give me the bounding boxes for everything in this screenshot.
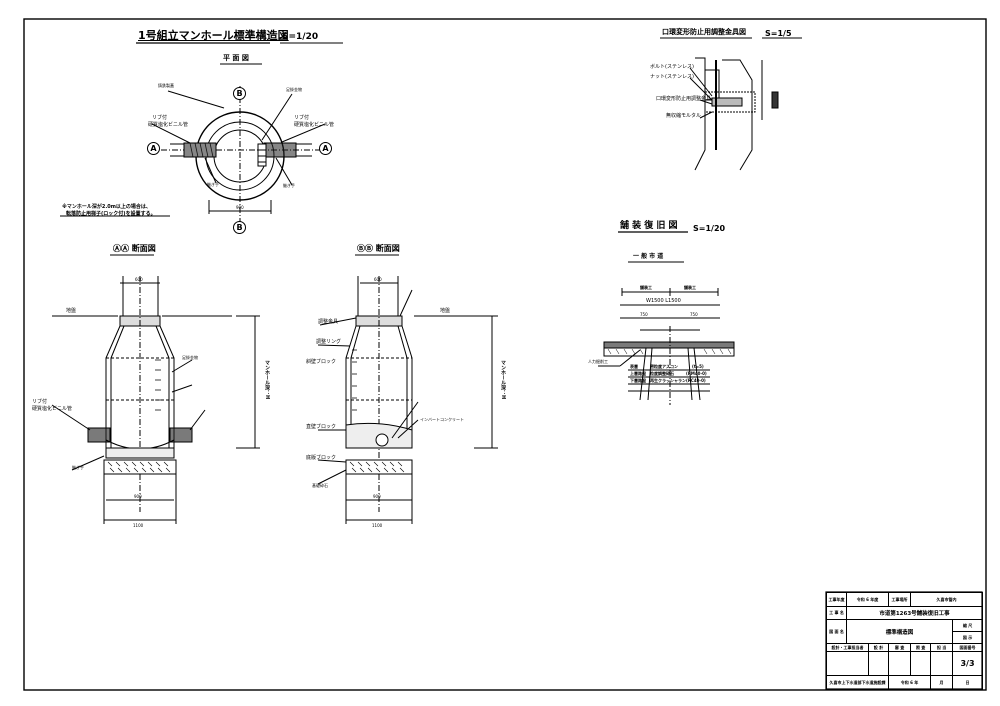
pavement-subtitle: 一 般 市 道: [633, 253, 664, 260]
title-block: 工事年度 令和 6 年度 工事場所 久喜市管内 工 事 名 市道第1263号舗装…: [825, 592, 984, 690]
tb-check-cell: [910, 651, 932, 676]
section-bb-dim-bottom: 1100: [372, 523, 383, 528]
tb-scale-label: 縮 尺: [952, 619, 984, 632]
plan-pipe-label-left-1: リブ付: [152, 115, 168, 121]
pavement-row3-spec: (RC40-0): [686, 378, 706, 383]
section-marker-b-bottom: B: [233, 221, 246, 234]
tb-scale-value: 図 示: [952, 631, 984, 644]
section-bb-lid: 調整金具: [318, 319, 339, 325]
tb-drawing-no-label: 図面番号: [952, 643, 984, 652]
section-aa: [51, 254, 260, 524]
section-aa-dim-mid: 900: [134, 494, 142, 499]
section-aa-dim-top: 600: [135, 277, 143, 282]
plan-ladder-label: 足掛金物: [286, 87, 302, 92]
pavement-row3-layer: 下層路盤: [630, 378, 646, 383]
fixture-detail: [660, 37, 802, 171]
section-aa-joint: 継ぎ手: [72, 465, 84, 470]
section-bb-dim-top: 600: [374, 277, 382, 282]
plan-joint-label-right: 継ぎ手: [283, 183, 295, 188]
tb-design-cell: [867, 651, 890, 676]
pavement-row2-material: 粒度調整砕石: [650, 371, 674, 376]
tb-design: 設 計: [867, 643, 890, 652]
plan-title: 1号組立マンホール標準構造図: [138, 29, 289, 42]
tb-staff-cell: [826, 651, 869, 676]
plan-scale: S=1/20: [282, 32, 319, 42]
pavement-row2-layer: 上層路盤: [630, 371, 646, 376]
section-marker-a-left: A: [147, 142, 160, 155]
pavement-row1-layer: 表層: [630, 364, 638, 369]
section-aa-dim-bottom: 1100: [133, 523, 144, 528]
section-aa-pipe-label-1: リブ付: [32, 399, 48, 405]
pavement-row1-spec: (t=5): [692, 364, 704, 369]
tb-staff-label: 設計・工事担当者: [826, 643, 869, 652]
plan-pipe-label-right-1: リブ付: [294, 115, 310, 121]
plan-note-line-1: ※マンホール深が2.0m以上の場合は、: [62, 204, 151, 210]
fixture-mortar: 無収縮モルタル: [666, 113, 702, 119]
section-aa-pipe-label-2: 硬質塩化ビニル管: [32, 406, 73, 412]
pavement-dim-right: 750: [690, 312, 698, 317]
plan-pipe-label-left-2: 硬質塩化ビニル管: [148, 122, 189, 128]
tb-project-value: 市道第1263号舗装復旧工事: [845, 606, 984, 620]
plan-note-line-2: 転落防止用梯子(ロック付)を設置する。: [66, 211, 156, 217]
section-bb-slab: 斜壁ブロック: [306, 359, 337, 365]
pavement-row2-spec: (RM40-0): [686, 371, 707, 376]
section-bb-gravel: 基礎砕石: [312, 483, 328, 488]
fixture-nut: ナット(ステンレス): [650, 74, 694, 80]
plan-subtitle: 平 面 図: [223, 54, 249, 62]
fixture-title: 口環変形防止用調整金具図: [662, 28, 746, 36]
tb-date-day: 日: [952, 675, 984, 690]
pavement-width-label: W1500 L1500: [646, 298, 681, 304]
section-marker-a-right: A: [319, 142, 332, 155]
tb-date-month: 月: [930, 675, 954, 690]
section-aa-depth: マンホール深：H: [264, 360, 270, 400]
section-bb-title: ⒷⒷ 断面図: [357, 244, 400, 253]
pavement-row3-material: 再生クラッシャラン: [650, 378, 686, 383]
tb-project-label: 工 事 名: [826, 606, 847, 620]
tb-drawing-value: 標準構造図: [845, 619, 954, 644]
plan-view: [60, 42, 343, 228]
tb-charge: 担 当: [930, 643, 954, 652]
tb-office: 久喜市上下水道部下水道施設課: [825, 675, 890, 690]
fixture-fixture: 口環変形防止用調整金具: [656, 96, 712, 102]
pavement-scale: S=1/20: [693, 224, 726, 233]
section-aa-ground: 地盤: [66, 308, 77, 314]
pavement-title: 舗 装 復 旧 図: [620, 221, 678, 231]
pavement-detail: [598, 231, 735, 405]
tb-review: 審 査: [888, 643, 912, 652]
tb-check: 照 査: [910, 643, 932, 652]
pavement-row1-material: 密粒度アスコン: [650, 364, 678, 369]
pavement-col-right: 舗装工: [684, 285, 696, 290]
section-bb-depth: マンホール深：H: [500, 360, 506, 400]
section-aa-ladder: 足掛金物: [182, 355, 198, 360]
section-bb-ring: 調整リング: [316, 339, 342, 345]
fixture-bolt: ボルト(ステンレス): [650, 64, 694, 70]
tb-date-year: 令和 6 年: [888, 675, 932, 690]
plan-pipe-label-right-2: 硬質塩化ビニル管: [294, 122, 335, 128]
section-aa-title: ⒶⒶ 断面図: [113, 244, 156, 253]
pavement-col-left: 舗装工: [640, 285, 652, 290]
tb-place-label: 工事場所: [888, 592, 912, 607]
section-bb-invert: インバートコンクリート: [420, 417, 464, 422]
tb-place-value: 久喜市管内: [910, 592, 984, 607]
tb-year-value: 令和 6 年度: [845, 592, 890, 607]
section-bb-base: 底版ブロック: [306, 455, 337, 461]
tb-year-label: 工事年度: [826, 592, 847, 607]
section-bb: [317, 254, 498, 524]
section-bb-ground: 地盤: [440, 308, 451, 314]
tb-drawing-label: 図 面 名: [826, 619, 847, 644]
tb-review-cell: [888, 651, 912, 676]
plan-joint-label-left: 継ぎ手: [207, 182, 219, 187]
fixture-scale: S=1/5: [765, 29, 792, 38]
tb-sheet-number: 3/3: [952, 651, 984, 676]
section-marker-b-top: B: [233, 87, 246, 100]
pavement-mark: 人力掘削工: [588, 359, 608, 364]
plan-dim-900: 900: [236, 205, 244, 210]
pavement-dim-left: 750: [640, 312, 648, 317]
plan-lid-label: 鋳鉄製蓋: [158, 83, 174, 88]
section-bb-wall: 直壁ブロック: [306, 424, 337, 430]
tb-charge-cell: [930, 651, 954, 676]
section-bb-dim-mid: 900: [373, 494, 381, 499]
